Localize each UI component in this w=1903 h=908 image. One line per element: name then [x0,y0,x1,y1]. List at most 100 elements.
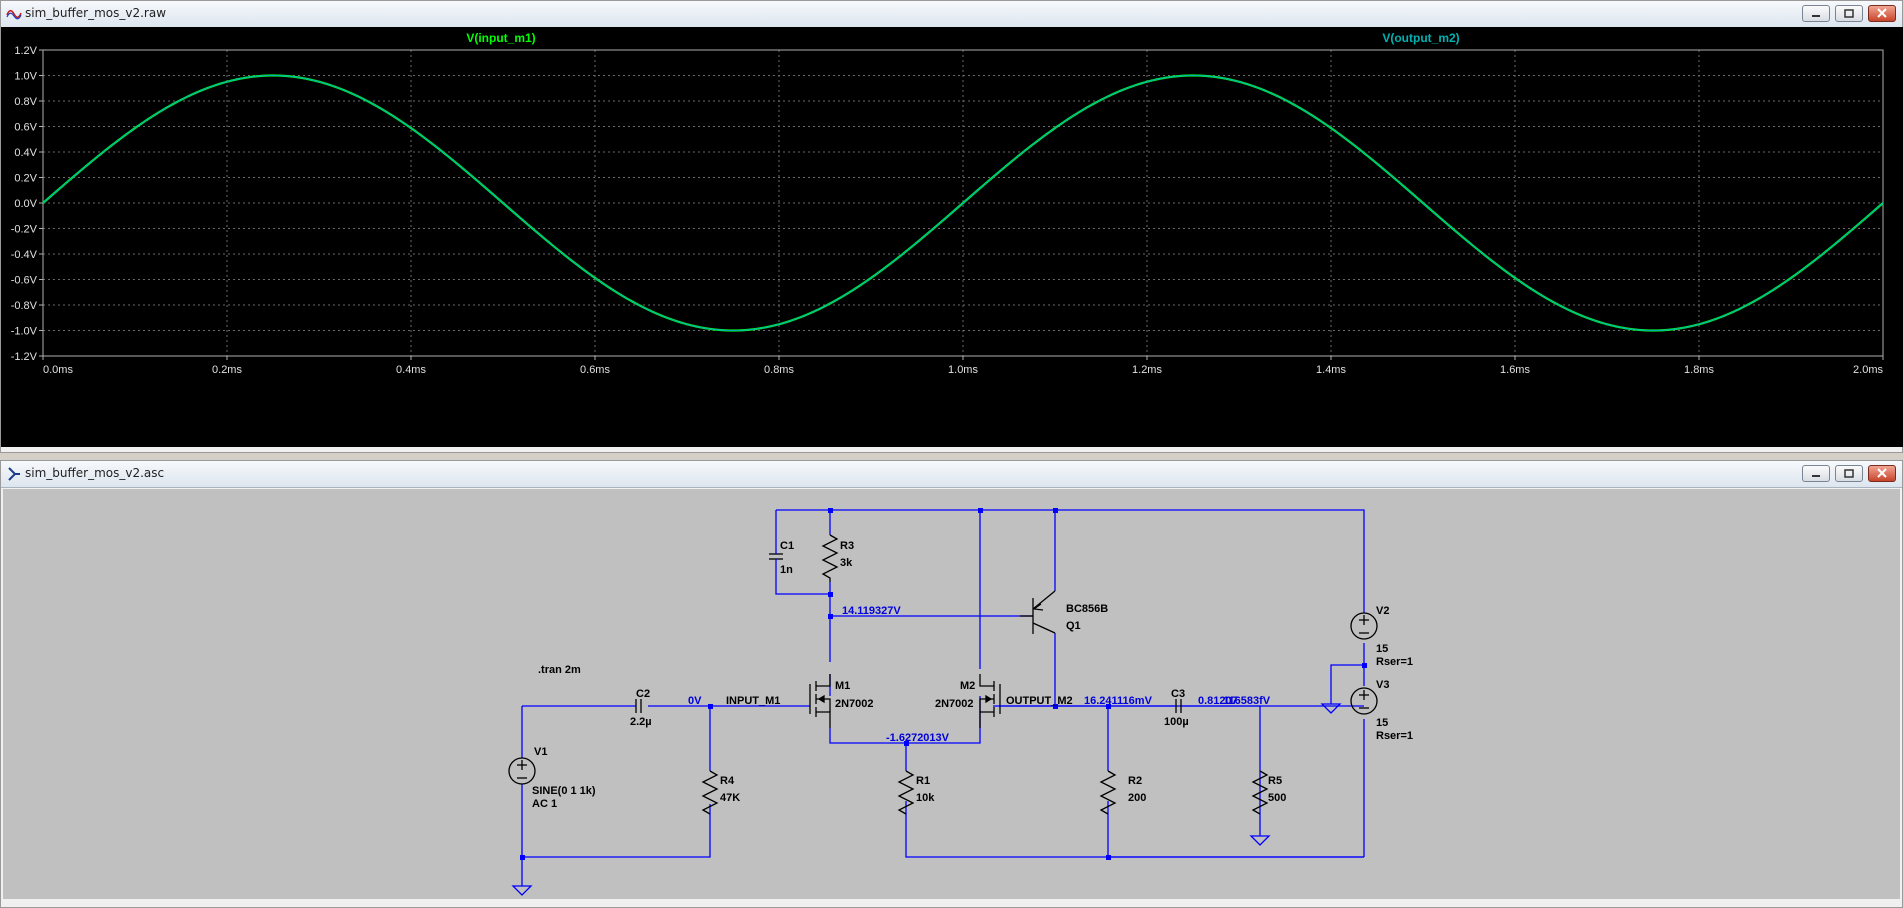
voltage-source-v3[interactable] [1350,687,1378,715]
close-button[interactable] [1868,5,1896,22]
trace-v-output-m2[interactable] [42,74,1884,332]
r4-name: R4 [720,775,735,787]
r4-value: 47K [720,792,740,804]
schematic-window: sim_buffer_mos_v2.asc [0,460,1903,908]
minimize-icon [1812,15,1820,17]
r5-name: R5 [1268,775,1282,787]
v1-ac: AC 1 [532,798,557,810]
y-tick-label: 0.6V [14,122,37,134]
schematic-app-icon [8,467,20,481]
x-tick-label: 1.0ms [948,364,978,376]
capacitor-c2[interactable] [635,699,642,713]
net-label-output-m2[interactable]: OUTPUT_M2 [1006,695,1073,707]
close-icon [1877,8,1887,18]
waveform-plot[interactable]: 1.2V1.0V0.8V0.6V0.4V0.2V0.0V-0.2V-0.4V-0… [1,27,1903,447]
resistor-r3[interactable] [821,534,839,582]
close-button[interactable] [1868,465,1896,482]
v1-name: V1 [534,746,547,758]
q1-name: Q1 [1066,620,1081,632]
r2-name: R2 [1128,775,1142,787]
y-tick-label: -0.4V [11,249,38,261]
x-tick-label: 0.4ms [396,364,426,376]
voltage-q1-base: 14.119327V [842,605,901,617]
ground-icon [1320,703,1342,714]
y-tick-label: 0.8V [14,96,37,108]
y-tick-label: 0.4V [14,147,37,159]
m1-name: M1 [835,680,850,692]
waveform-titlebar[interactable]: sim_buffer_mos_v2.raw [1,1,1902,28]
capacitor-c3[interactable] [1108,699,1182,713]
resistor-r4[interactable] [701,770,719,815]
x-tick-label: 1.8ms [1684,364,1714,376]
r1-name: R1 [916,775,930,787]
mosfet-m1[interactable] [809,674,831,728]
trace-label-input-m1[interactable]: V(input_m1) [466,31,535,45]
resistor-r2[interactable] [1099,770,1117,815]
y-tick-label: 1.0V [14,71,37,83]
r3-name: R3 [840,540,854,552]
schematic-drawing[interactable]: C1 1n R3 3k BC856B Q1 [3,489,1900,899]
c1-name: C1 [780,540,794,552]
r2-value: 200 [1128,792,1146,804]
voltage-load-1: 0.81207 [1198,695,1238,707]
waveform-window: sim_buffer_mos_v2.raw 1.2V 1.0V 0.8V 0.6V 0.… [0,0,1903,453]
voltage-source-v2[interactable] [1350,612,1378,640]
c3-value: 100µ [1164,716,1189,728]
x-tick-label: 0.2ms [212,364,242,376]
v3-value: 15 [1376,717,1388,729]
m2-name: M2 [960,680,975,692]
x-tick-label: 0.6ms [580,364,610,376]
resistor-r1[interactable] [897,770,915,815]
waveform-app-icon [6,9,22,20]
q1-model: BC856B [1066,603,1108,615]
x-tick-label: 1.2ms [1132,364,1162,376]
c2-value: 2.2µ [630,716,652,728]
minimize-icon [1812,475,1820,477]
transistor-q1[interactable] [1020,590,1056,634]
y-tick-label: 1.2V [14,45,37,57]
v3-rser: Rser=1 [1376,730,1413,742]
close-icon [1877,468,1887,478]
y-tick-label: -0.8V [11,300,38,312]
spice-directive[interactable]: .tran 2m [538,664,581,676]
x-tick-label: 1.4ms [1316,364,1346,376]
r1-value: 10k [916,792,935,804]
voltage-source-node: -1.6272013V [886,732,950,744]
schematic-titlebar[interactable]: sim_buffer_mos_v2.asc [1,461,1902,488]
minimize-button[interactable] [1802,5,1830,22]
r5-value: 500 [1268,792,1286,804]
capacitor-c1[interactable] [769,529,783,581]
schematic-window-title: sim_buffer_mos_v2.asc [25,466,165,480]
r3-value: 3k [840,557,853,569]
net-label-input-m1[interactable]: INPUT_M1 [726,695,780,707]
restore-icon [1844,469,1854,478]
v1-value: SINE(0 1 1k) [532,785,596,797]
restore-icon [1844,9,1854,18]
voltage-input: 0V [688,695,702,707]
resistor-r5[interactable] [1251,770,1269,815]
y-tick-label: -1.2V [11,351,38,363]
waveform-window-title: sim_buffer_mos_v2.raw [25,6,167,20]
v2-name: V2 [1376,605,1389,617]
voltage-output: 16.241116mV [1084,695,1153,707]
v2-rser: Rser=1 [1376,656,1413,668]
c3-name: C3 [1171,688,1185,700]
y-tick-label: -1.0V [11,326,38,338]
wires[interactable] [521,509,1365,886]
v2-value: 15 [1376,643,1388,655]
x-tick-label: 0.8ms [764,364,794,376]
mosfet-m2[interactable] [979,674,1055,728]
junction-dots [520,508,1367,860]
maximize-button[interactable] [1835,5,1863,22]
x-tick-label: 1.6ms [1500,364,1530,376]
trace-label-output-m2[interactable]: V(output_m2) [1382,31,1459,45]
minimize-button[interactable] [1802,465,1830,482]
maximize-button[interactable] [1835,465,1863,482]
v3-name: V3 [1376,679,1389,691]
voltage-load-2: 116583fV [1223,695,1271,707]
m1-model: 2N7002 [835,698,874,710]
voltage-source-v1[interactable] [508,757,536,785]
y-tick-label: -0.2V [11,224,38,236]
schematic-canvas[interactable]: C1 1n R3 3k BC856B Q1 [3,489,1900,899]
